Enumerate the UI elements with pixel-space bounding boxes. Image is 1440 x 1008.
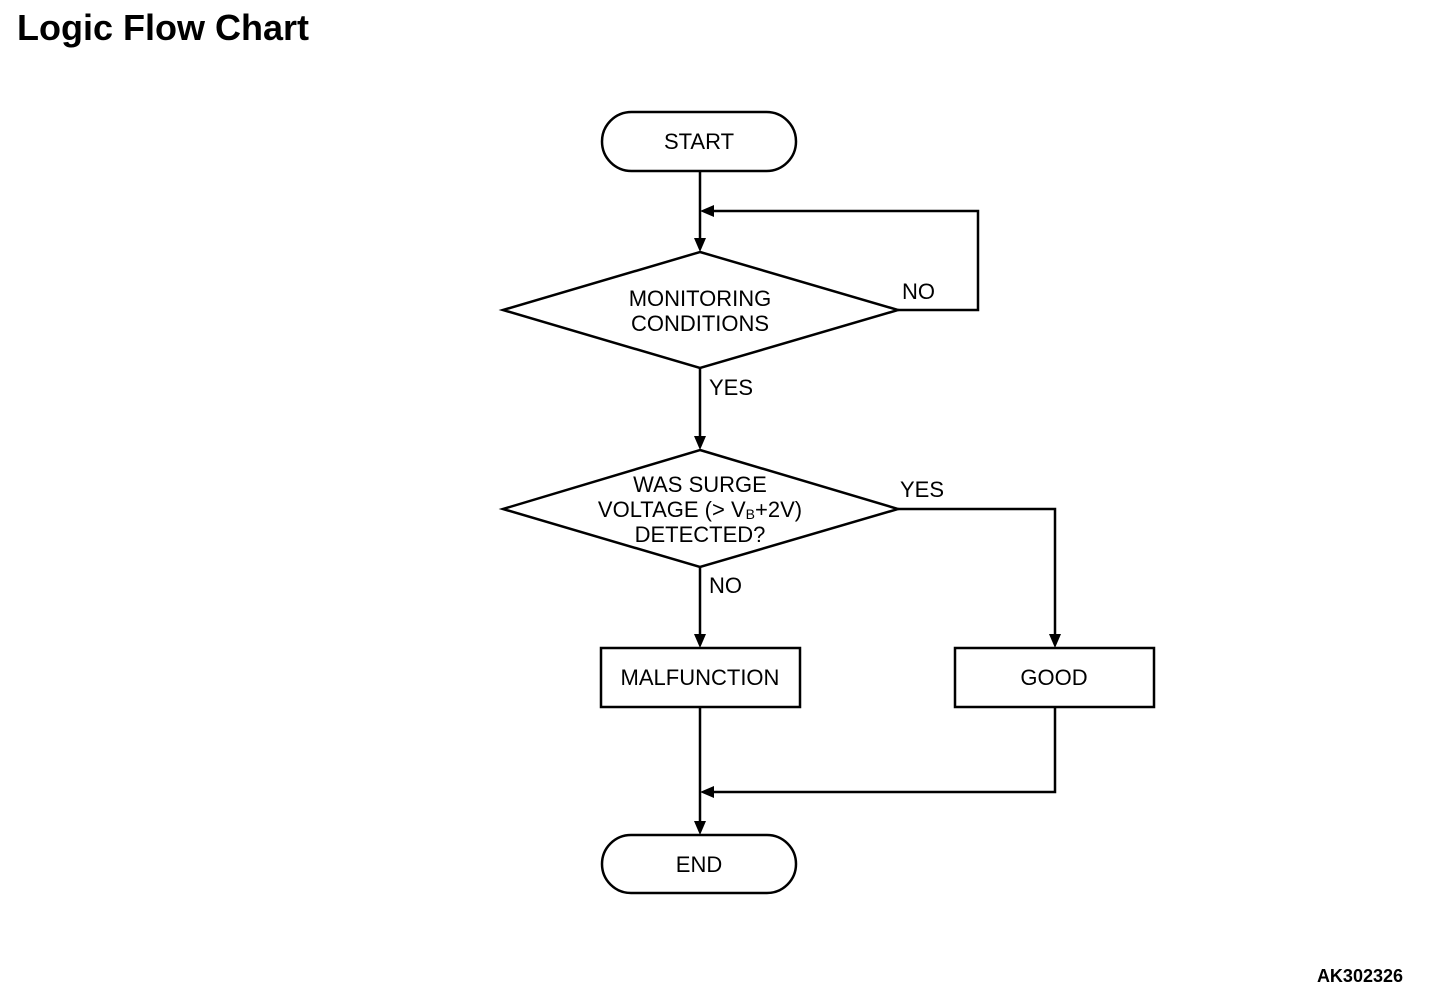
end-label: END bbox=[676, 852, 722, 877]
malfunction-node: MALFUNCTION bbox=[599, 646, 802, 709]
arrowhead-surge-to-malfunction bbox=[694, 634, 706, 648]
end-node: END bbox=[600, 833, 798, 895]
arrowhead-good-merge bbox=[700, 786, 714, 798]
edge-label-surge-no: NO bbox=[709, 573, 742, 598]
arrowhead-start-to-monitoring bbox=[694, 238, 706, 252]
edge-label-surge-yes: YES bbox=[900, 477, 944, 502]
malfunction-label: MALFUNCTION bbox=[621, 665, 780, 690]
arrowhead-monitoring-to-surge bbox=[694, 436, 706, 450]
surge-label-line2-part2: +2V) bbox=[755, 497, 802, 522]
arrowhead-to-end bbox=[694, 821, 706, 835]
monitoring-label-line1: MONITORING bbox=[629, 286, 772, 311]
arrowhead-monitoring-loop bbox=[700, 205, 714, 217]
good-node: GOOD bbox=[953, 646, 1156, 709]
monitoring-label-line2: CONDITIONS bbox=[631, 311, 769, 336]
monitoring-decision: MONITORING CONDITIONS bbox=[498, 250, 903, 370]
edge-label-monitoring-no: NO bbox=[902, 279, 935, 304]
surge-label-line2: VOLTAGE (> VB+2V) bbox=[598, 497, 802, 522]
connector-good-to-merge bbox=[712, 707, 1057, 794]
surge-label-line1: WAS SURGE bbox=[633, 472, 767, 497]
page-title: Logic Flow Chart bbox=[17, 7, 309, 48]
connector-monitoring-no-loop bbox=[712, 209, 980, 312]
surge-label-line2-part1: VOLTAGE (> V bbox=[598, 497, 746, 522]
start-label: START bbox=[664, 129, 734, 154]
surge-label-subscript: B bbox=[746, 506, 755, 522]
surge-label-line3: DETECTED? bbox=[635, 522, 766, 547]
connector-surge-yes-to-good bbox=[898, 507, 1057, 636]
start-node: START bbox=[600, 110, 798, 173]
arrowhead-surge-to-good bbox=[1049, 634, 1061, 648]
good-label: GOOD bbox=[1020, 665, 1087, 690]
surge-decision: WAS SURGE VOLTAGE (> VB+2V) DETECTED? bbox=[498, 448, 903, 569]
edge-label-monitoring-yes: YES bbox=[709, 375, 753, 400]
figure-code: AK302326 bbox=[1316, 966, 1403, 986]
